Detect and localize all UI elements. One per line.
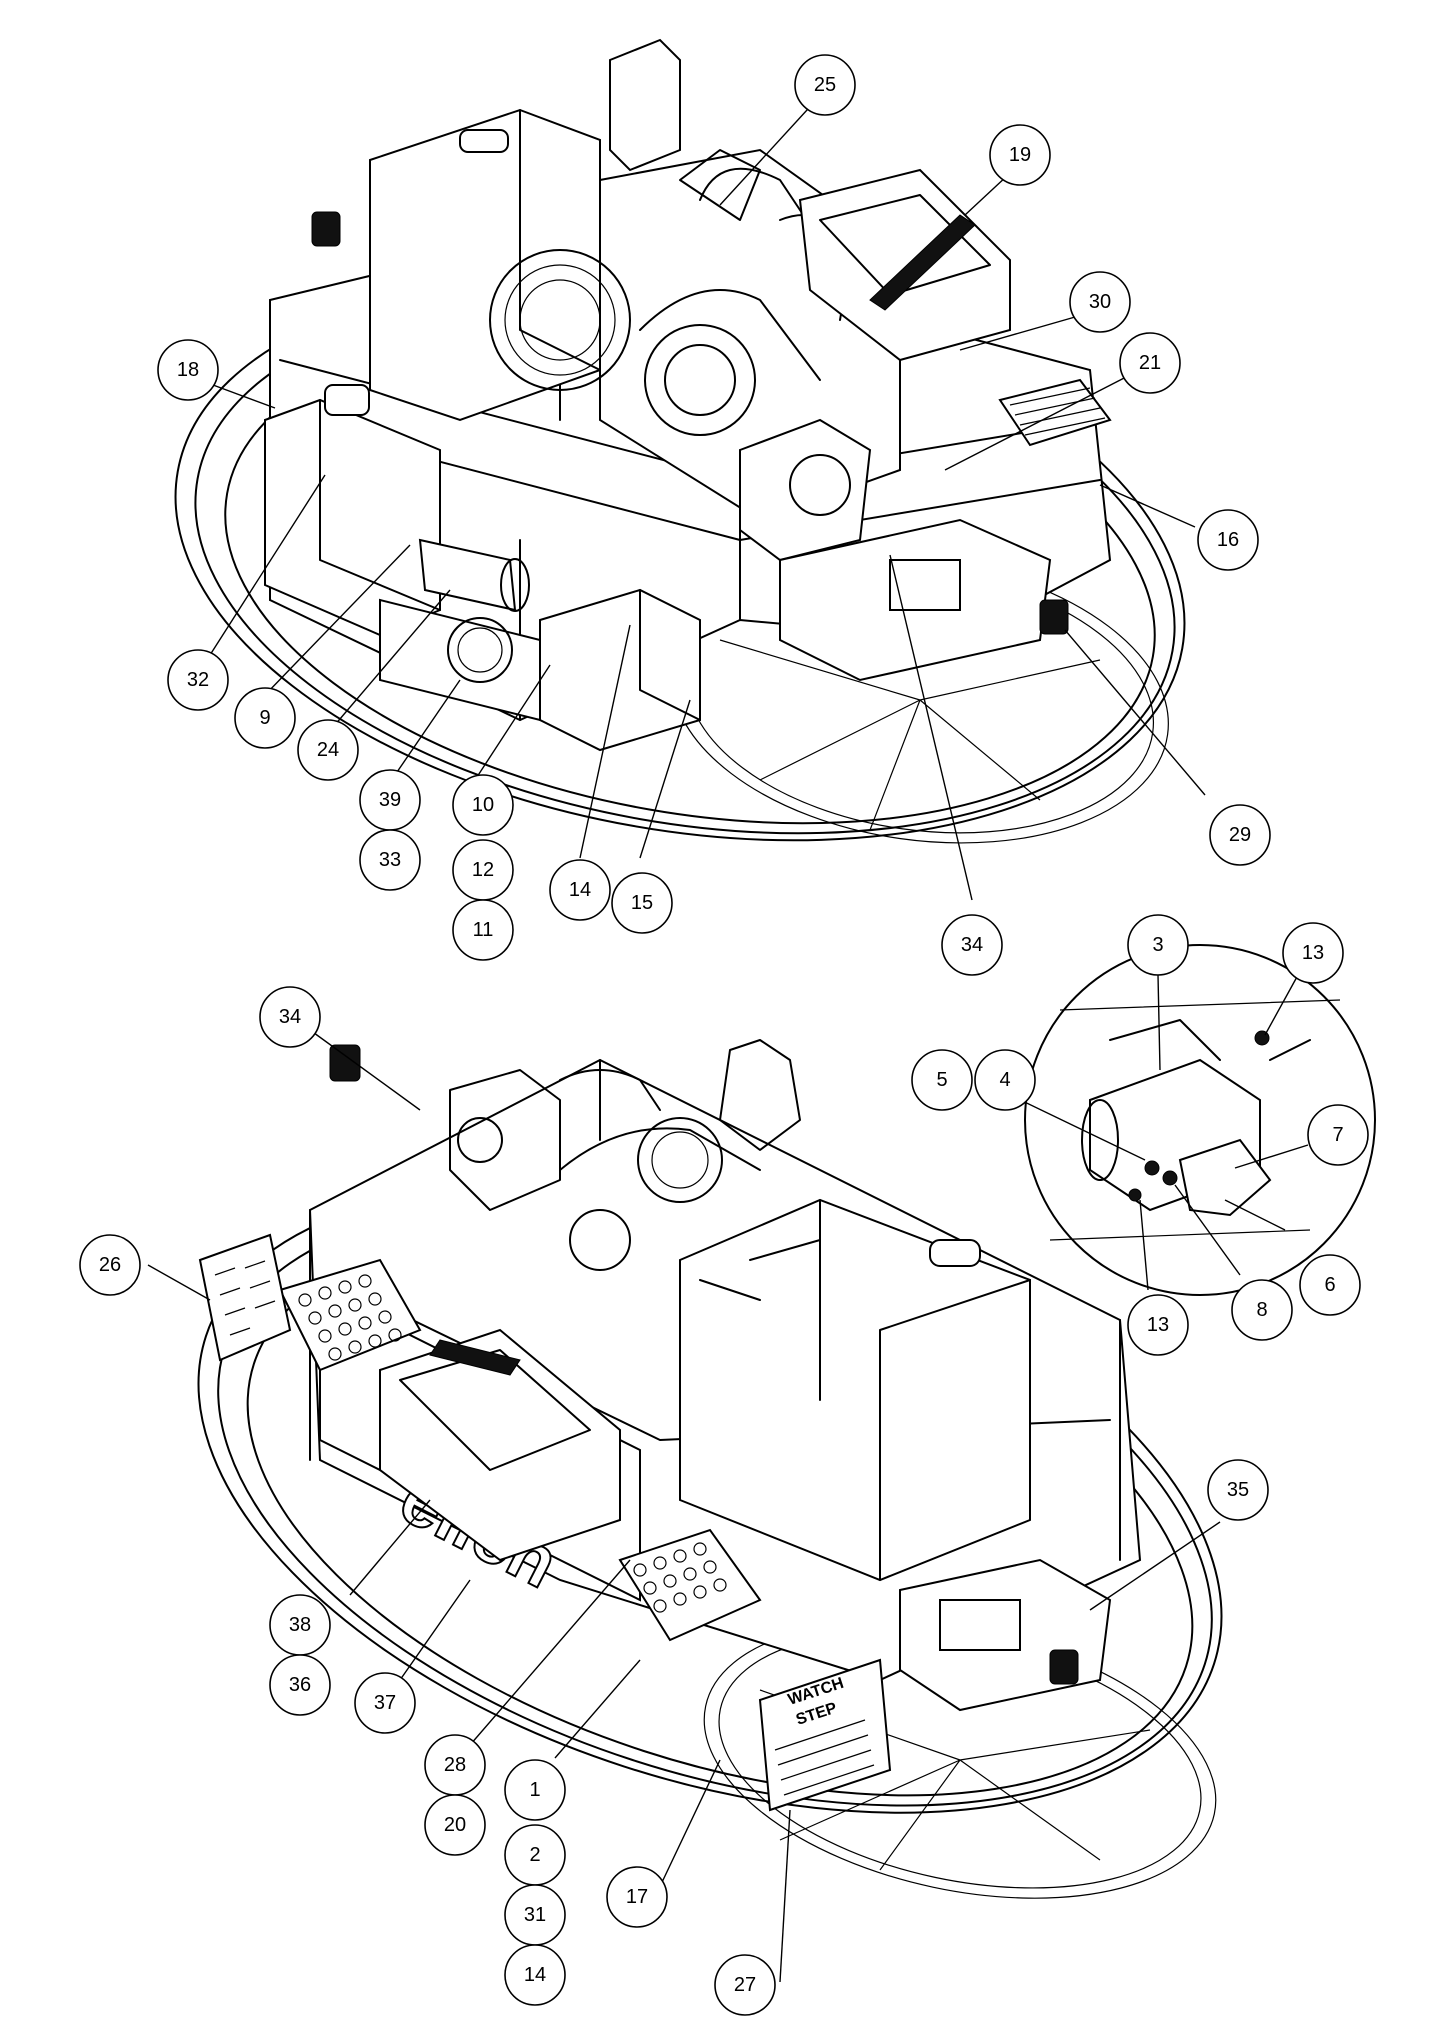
svg-text:3: 3 (1152, 934, 1163, 956)
callout-7: 7 (1307, 1104, 1369, 1166)
svg-text:18: 18 (177, 359, 199, 381)
svg-text:8: 8 (1256, 1299, 1267, 1321)
callout-19: 19 (989, 124, 1051, 186)
callout-36: 36 (269, 1654, 331, 1716)
callout-3: 3 (1127, 914, 1189, 976)
callout-31: 31 (504, 1884, 566, 1946)
callout-24: 24 (297, 719, 359, 781)
callout-15: 15 (611, 872, 673, 934)
svg-text:32: 32 (187, 669, 209, 691)
callout-13-lower: 13 (1127, 1294, 1189, 1356)
callout-37: 37 (354, 1672, 416, 1734)
callout-35: 35 (1207, 1459, 1269, 1521)
machine-bottom-view: ellen (197, 1039, 1223, 1899)
callout-5: 5 (911, 1049, 973, 1111)
callout-33: 33 (359, 829, 421, 891)
svg-text:28: 28 (444, 1754, 466, 1776)
callout-11: 11 (452, 899, 514, 961)
svg-text:34: 34 (961, 934, 983, 956)
svg-text:27: 27 (734, 1974, 756, 1996)
callout-1: 1 (504, 1759, 566, 1821)
svg-text:31: 31 (524, 1904, 546, 1926)
leader-lines (147, 97, 1309, 1983)
callout-30: 30 (1069, 271, 1131, 333)
svg-text:2: 2 (529, 1844, 540, 1866)
callout-27: 27 (714, 1954, 776, 2016)
svg-text:9: 9 (259, 707, 270, 729)
callout-25: 25 (794, 54, 856, 116)
callout-2: 2 (504, 1824, 566, 1886)
svg-text:24: 24 (317, 739, 339, 761)
callout-6: 6 (1299, 1254, 1361, 1316)
svg-text:12: 12 (472, 859, 494, 881)
svg-text:14: 14 (569, 879, 591, 901)
callout-38: 38 (269, 1594, 331, 1656)
detail-inset-starter (1024, 944, 1376, 1296)
callout-34-bottom: 34 (259, 986, 321, 1048)
callout-20: 20 (424, 1794, 486, 1856)
callout-10: 10 (452, 774, 514, 836)
svg-text:5: 5 (936, 1069, 947, 1091)
svg-text:16: 16 (1217, 529, 1239, 551)
callout-21: 21 (1119, 332, 1181, 394)
svg-text:29: 29 (1229, 824, 1251, 846)
svg-text:13: 13 (1147, 1314, 1169, 1336)
svg-text:7: 7 (1332, 1124, 1343, 1146)
callout-26: 26 (79, 1234, 141, 1296)
callout-28: 28 (424, 1734, 486, 1796)
svg-text:1: 1 (529, 1779, 540, 1801)
callout-12: 12 (452, 839, 514, 901)
callouts: 25 19 30 21 18 16 32 9 24 39 33 10 12 11… (79, 54, 1369, 2016)
callout-39: 39 (359, 769, 421, 831)
callout-8: 8 (1231, 1279, 1293, 1341)
callout-13-upper: 13 (1282, 922, 1344, 984)
svg-text:20: 20 (444, 1814, 466, 1836)
svg-text:33: 33 (379, 849, 401, 871)
svg-text:13: 13 (1302, 942, 1324, 964)
callout-29: 29 (1209, 804, 1271, 866)
svg-text:10: 10 (472, 794, 494, 816)
svg-text:38: 38 (289, 1614, 311, 1636)
svg-text:15: 15 (631, 892, 653, 914)
svg-text:4: 4 (999, 1069, 1010, 1091)
svg-text:21: 21 (1139, 352, 1161, 374)
callout-18: 18 (157, 339, 219, 401)
svg-text:25: 25 (814, 74, 836, 96)
callout-17: 17 (606, 1866, 668, 1928)
callout-4: 4 (974, 1049, 1036, 1111)
callout-32: 32 (167, 649, 229, 711)
machine-top-view (174, 38, 1186, 844)
svg-text:19: 19 (1009, 144, 1031, 166)
svg-text:35: 35 (1227, 1479, 1249, 1501)
svg-text:36: 36 (289, 1674, 311, 1696)
callout-9: 9 (234, 687, 296, 749)
svg-text:14: 14 (524, 1964, 546, 1986)
callout-14-top: 14 (549, 859, 611, 921)
svg-text:37: 37 (374, 1692, 396, 1714)
svg-text:6: 6 (1324, 1274, 1335, 1296)
svg-text:39: 39 (379, 789, 401, 811)
svg-text:17: 17 (626, 1886, 648, 1908)
svg-text:11: 11 (473, 919, 494, 941)
svg-text:26: 26 (99, 1254, 121, 1276)
svg-text:34: 34 (279, 1006, 301, 1028)
callout-16: 16 (1197, 509, 1259, 571)
callout-34-top: 34 (941, 914, 1003, 976)
callout-14-bottom: 14 (504, 1944, 566, 2006)
svg-text:30: 30 (1089, 291, 1111, 313)
